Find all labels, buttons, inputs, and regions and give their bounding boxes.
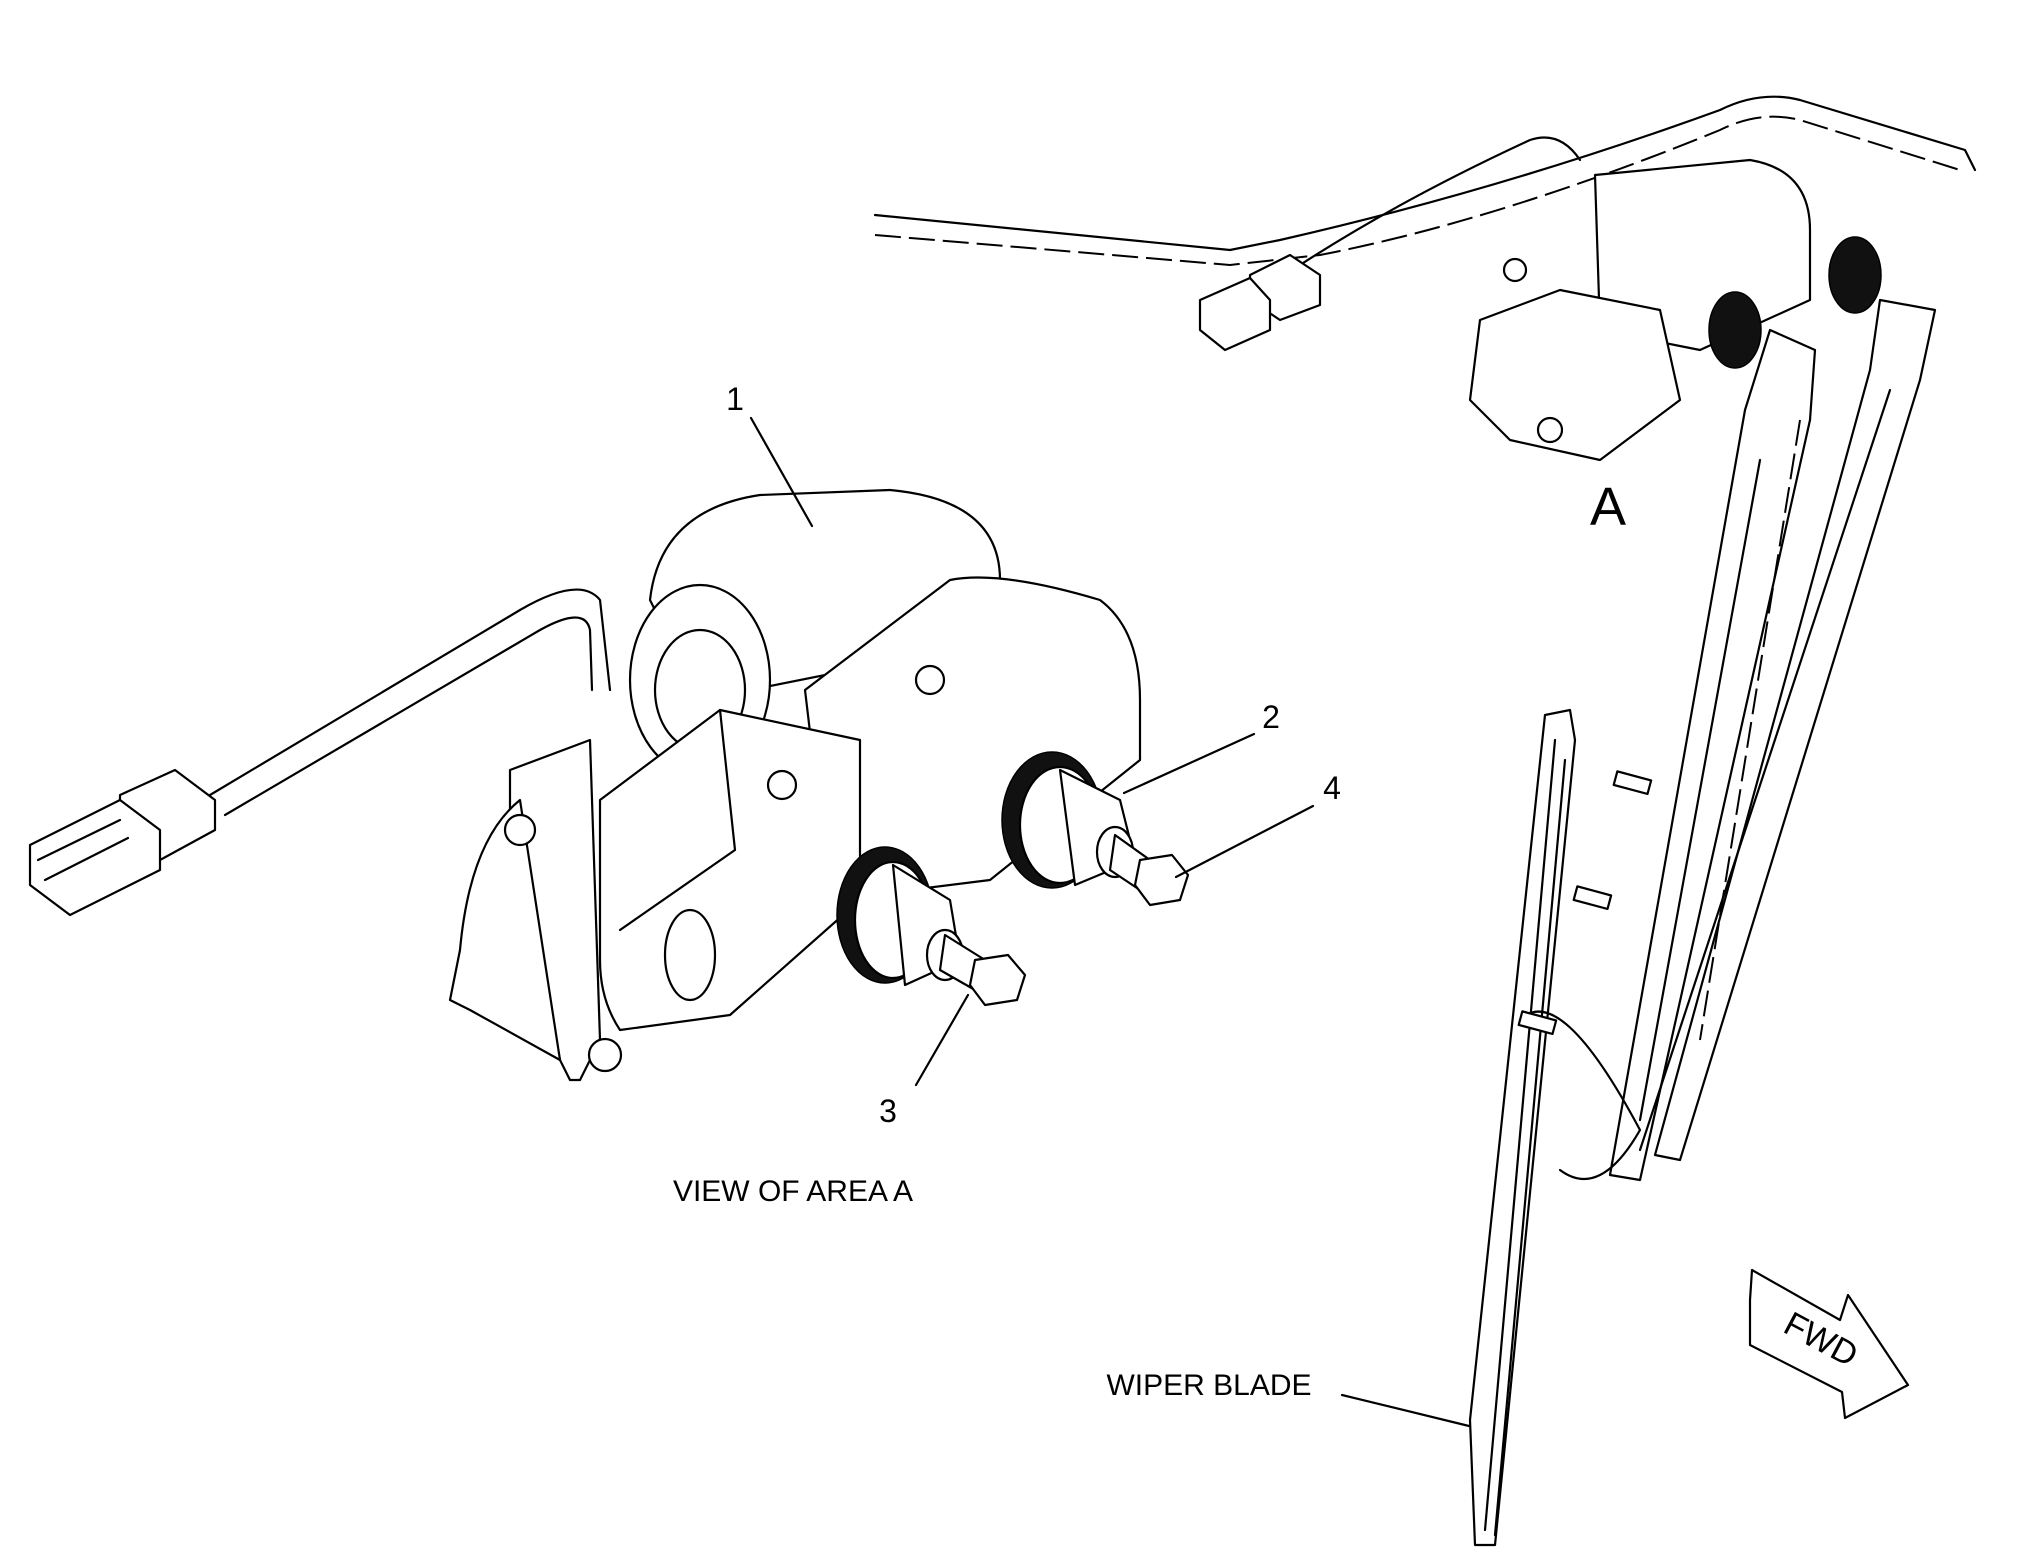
nut-4-icon bbox=[1133, 853, 1190, 907]
view-caption: VIEW OF AREA A bbox=[673, 1175, 913, 1208]
small-connector-icon bbox=[1198, 253, 1322, 352]
wiper-motor-detail bbox=[28, 488, 1190, 1082]
callout-3: 3 bbox=[879, 1093, 897, 1129]
leader-lines bbox=[749, 416, 1471, 1428]
callout-2: 2 bbox=[1262, 699, 1280, 735]
output-shaft-3 bbox=[836, 846, 1027, 1007]
output-shaft-2 bbox=[1001, 751, 1190, 907]
electrical-connector-icon bbox=[28, 768, 217, 917]
callout-1: 1 bbox=[726, 381, 744, 417]
installed-wiper-view bbox=[873, 95, 1977, 1547]
wiper-blade-label: WIPER BLADE bbox=[1106, 1369, 1311, 1402]
nut-3-icon bbox=[968, 953, 1027, 1007]
area-marker: A bbox=[1590, 477, 1626, 537]
callout-4: 4 bbox=[1323, 770, 1341, 806]
forward-arrow-icon: FWD bbox=[1748, 1268, 1910, 1420]
